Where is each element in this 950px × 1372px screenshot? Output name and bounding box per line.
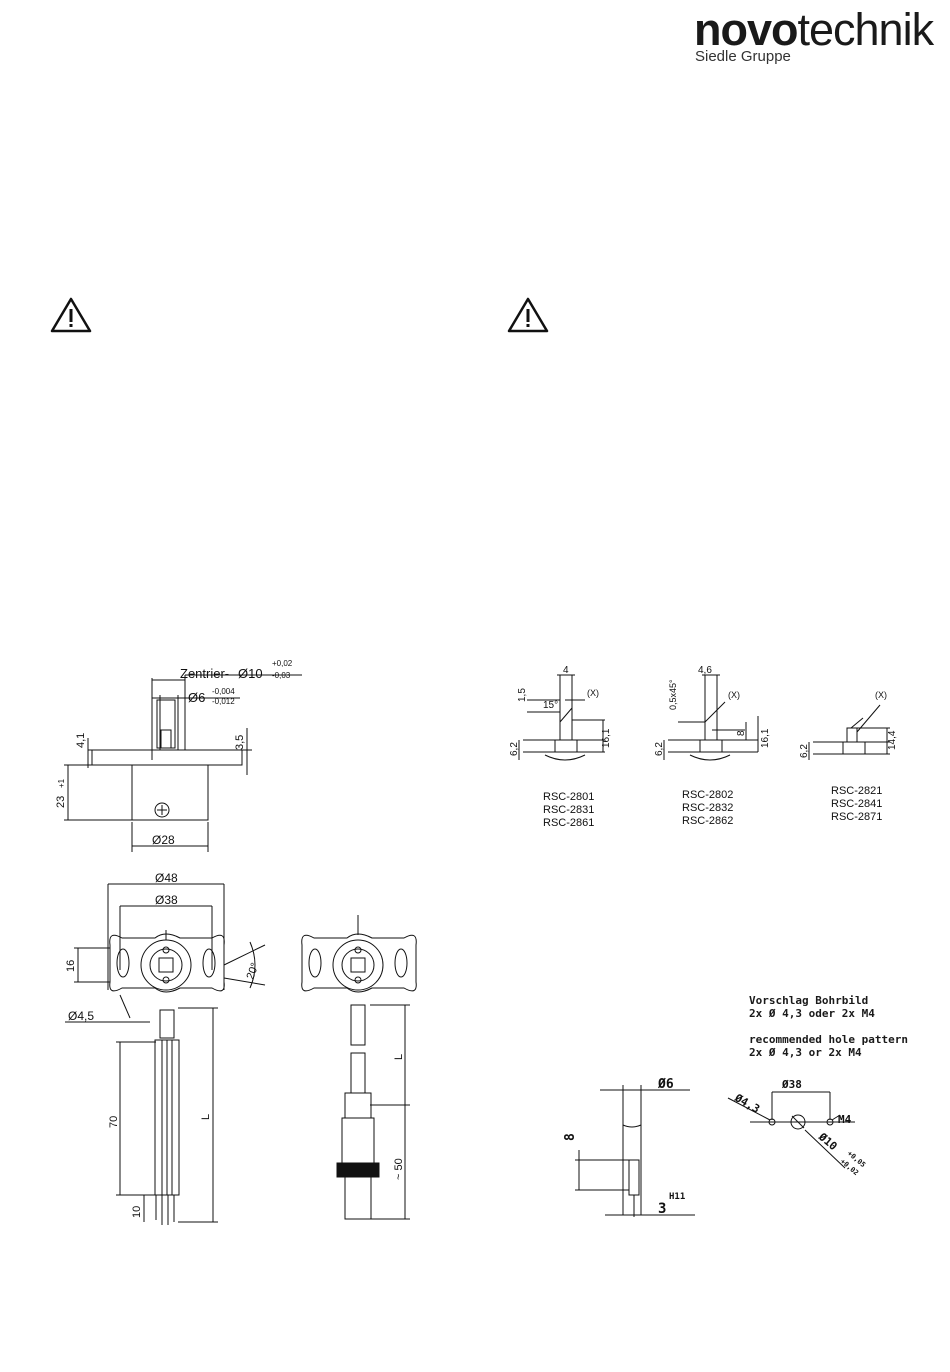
variant-1-model: RSC-2861 xyxy=(543,817,594,829)
dim-70: 70 xyxy=(108,1116,120,1128)
dim-48: Ø48 xyxy=(155,871,178,885)
brand-name-light: technik xyxy=(797,4,935,55)
pattern-dim-10: Ø10 xyxy=(815,1130,839,1153)
variant-1-model: RSC-2801 xyxy=(543,791,594,803)
pattern-dim-38: Ø38 xyxy=(781,1078,802,1091)
drawing-connector-variant: L ~ 50 xyxy=(301,915,417,1220)
brand-logo: novotechnik Siedle Gruppe xyxy=(694,4,934,66)
dim-23: 23 xyxy=(55,796,67,808)
variant-1-dim-1-5: 1,5 xyxy=(517,688,528,702)
dim-4-1: 4,1 xyxy=(75,733,87,748)
variant-1-dim-16-1: 16,1 xyxy=(601,728,612,748)
variant-3-dim-6-2: 6,2 xyxy=(799,744,810,758)
drawing-variant-2: 4,6 0,5x45° (X) 8 6,2 16,1 RSC-2802 RSC-… xyxy=(654,665,771,827)
variant-3-model: RSC-2821 xyxy=(831,785,882,797)
variant-2-model: RSC-2862 xyxy=(682,815,733,827)
variant-2-dim-6-2: 6,2 xyxy=(654,742,665,756)
dim-16: 16 xyxy=(65,960,77,972)
hole-pattern-line-de: 2x Ø 4,3 oder 2x M4 xyxy=(749,1007,875,1020)
shaft-tol-upper: -0,004 xyxy=(212,687,235,696)
variant-1-model: RSC-2831 xyxy=(543,804,594,816)
drawing-top-view-cable: Ø48 Ø38 16 20° Ø4,5 70 L 10 xyxy=(65,871,266,1225)
variant-2-dim-8: 8 xyxy=(736,730,747,736)
zentrier-tol-lower: -0,03 xyxy=(272,671,291,680)
variant-2-model: RSC-2802 xyxy=(682,789,733,801)
brand-subtitle: Siedle Gruppe xyxy=(695,48,791,65)
hole-pattern-title-en: recommended hole pattern xyxy=(749,1033,908,1046)
variant-2-dim-16-1: 16,1 xyxy=(760,728,771,748)
dim-10: 10 xyxy=(131,1206,143,1218)
dim-38: Ø38 xyxy=(155,893,178,907)
shaft-dim: Ø6 xyxy=(188,690,205,705)
variant-1-dim-4: 4 xyxy=(563,665,569,676)
drawing-variant-3: (X) 6,2 14,4 RSC-2821 RSC-2841 RSC-2871 xyxy=(799,690,898,823)
dim-23-tol: +1 xyxy=(57,778,66,788)
variant-2-dim-chamfer: 0,5x45° xyxy=(668,679,678,710)
drawing-variant-1: 4 1,5 15° (X) 6,2 16,1 RSC-2801 RSC-2831… xyxy=(509,665,612,829)
brand-name-bold: novo xyxy=(694,4,798,55)
dim-3-5: 3,5 xyxy=(234,735,246,750)
bore-dim-6: Ø6 xyxy=(657,1077,674,1092)
drawing-sensor-side-view: Zentrier- Ø10 +0,02 -0,03 Ø6 -0,004 -0,0… xyxy=(55,659,302,852)
variant-1-dim-15: 15° xyxy=(543,700,558,711)
zentrier-label: Zentrier- xyxy=(180,666,229,681)
hole-pattern-title-de: Vorschlag Bohrbild xyxy=(749,994,869,1007)
warning-icon xyxy=(50,297,92,333)
zentrier-tol-upper: +0,02 xyxy=(272,659,293,668)
connector-dim-50: ~ 50 xyxy=(393,1158,405,1180)
variant-3-dim-x: (X) xyxy=(875,690,887,700)
variant-3-dim-14-4: 14,4 xyxy=(887,730,898,750)
variant-2-model: RSC-2832 xyxy=(682,802,733,814)
variant-3-model: RSC-2871 xyxy=(831,811,882,823)
connector-dim-L: L xyxy=(393,1054,405,1060)
variant-2-dim-4-6: 4,6 xyxy=(698,665,712,676)
dim-20: 20° xyxy=(245,961,262,981)
warning-icon xyxy=(507,297,549,333)
pattern-dim-4-3: Ø4,3 xyxy=(732,1091,762,1116)
zentrier-dim: Ø10 xyxy=(238,666,263,681)
bore-dim-3: 3 xyxy=(658,1201,666,1217)
pattern-dim-m4: M4 xyxy=(838,1113,852,1126)
bore-dim-8: 8 xyxy=(563,1133,578,1141)
dim-28: Ø28 xyxy=(152,833,175,847)
variant-2-dim-x: (X) xyxy=(728,690,740,700)
drawing-hole-pattern: Ø38 Ø4,3 M4 Ø10 +0,05 +0,02 xyxy=(727,1078,867,1177)
dim-4-5: Ø4,5 xyxy=(68,1009,94,1023)
bore-dim-h11: H11 xyxy=(669,1192,685,1202)
variant-1-dim-6-2: 6,2 xyxy=(509,742,520,756)
drawing-shaft-bore: Ø6 8 3 H11 xyxy=(563,1077,695,1217)
variant-1-dim-x: (X) xyxy=(587,688,599,698)
variant-3-model: RSC-2841 xyxy=(831,798,882,810)
dim-L: L xyxy=(200,1114,212,1120)
hole-pattern-line-en: 2x Ø 4,3 or 2x M4 xyxy=(749,1046,862,1059)
shaft-tol-lower: -0,012 xyxy=(212,697,235,706)
